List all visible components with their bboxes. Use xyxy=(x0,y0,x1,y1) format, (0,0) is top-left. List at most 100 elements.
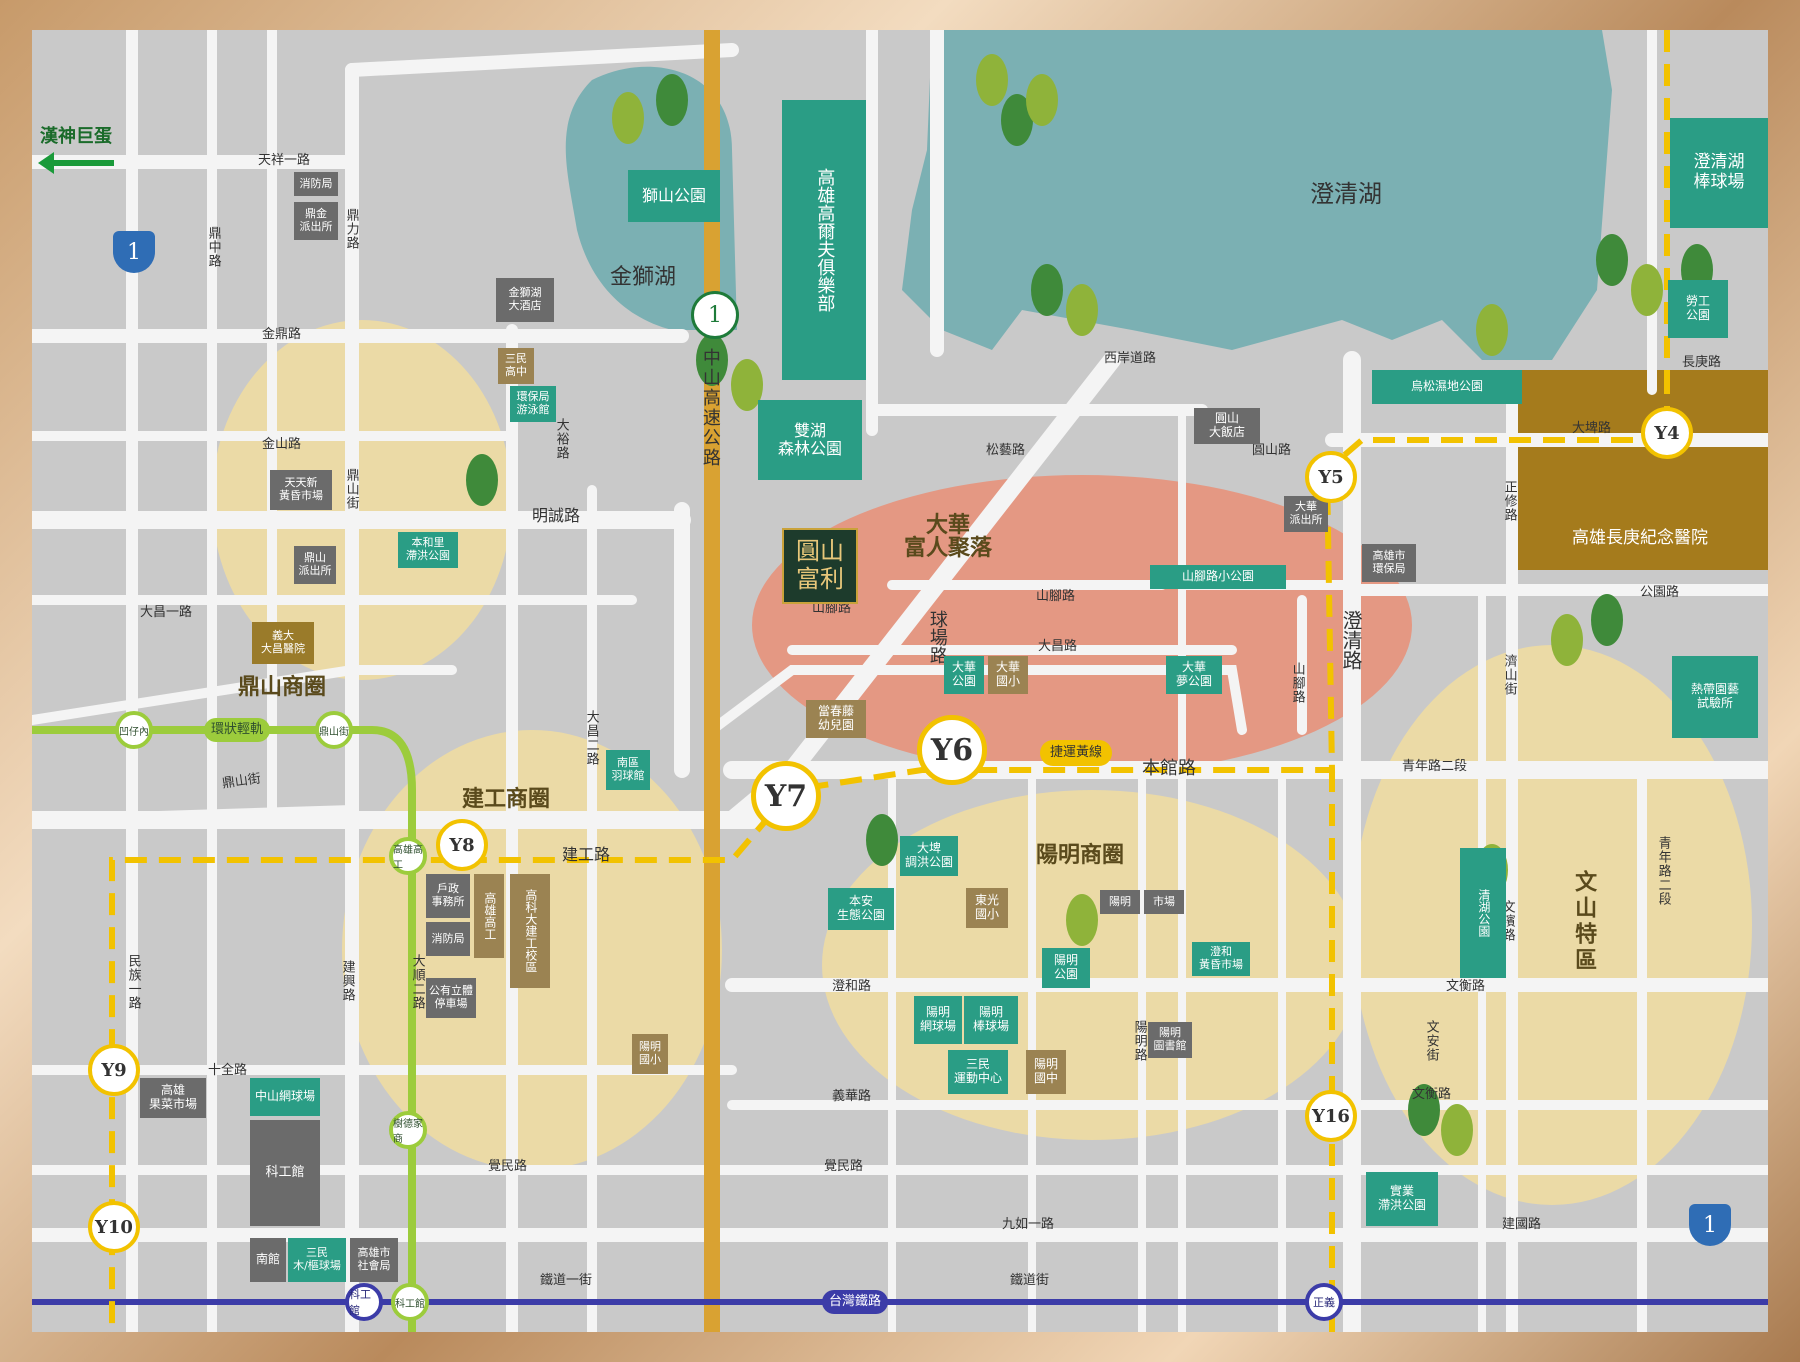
target-property[interactable]: 圓山 富利 xyxy=(782,528,858,604)
dapi-park: 大埤 調洪公園 xyxy=(900,836,958,876)
dingshan-district-area xyxy=(212,320,512,680)
road-railway: 鐵道街 xyxy=(1010,1273,1050,1288)
changgung-hospital: 高雄長庚紀念醫院 xyxy=(1572,528,1708,548)
qinghu-park: 清湖公園 xyxy=(1460,848,1506,978)
jinshihu-hotel: 金獅湖 大酒店 xyxy=(496,278,554,322)
metro-station-y6[interactable]: Y6 xyxy=(917,715,987,785)
metro-station-y4[interactable]: Y4 xyxy=(1641,407,1693,459)
tropical: 熱帶園藝 試驗所 xyxy=(1672,656,1758,738)
road-yangming: 陽明路 xyxy=(1131,1020,1147,1062)
tree-icon xyxy=(696,334,728,386)
road-jianxing: 建興路 xyxy=(339,960,355,1002)
metro-station-y7[interactable]: Y7 xyxy=(751,761,821,831)
tree-icon xyxy=(1596,234,1628,286)
yangming-jhs: 陽明 國中 xyxy=(1026,1050,1066,1094)
yangming-market1: 陽明 xyxy=(1100,890,1140,914)
road-dingzhong: 鼎中路 xyxy=(205,226,221,268)
road-shiquan: 十全路 xyxy=(208,1063,248,1078)
science-museum: 科工館 xyxy=(250,1120,320,1226)
light-rail-station-shude[interactable]: 樹德家商 xyxy=(389,1111,427,1149)
district-jiangong: 建工商圈 xyxy=(462,786,551,812)
road-chengqing: 澄清路 xyxy=(1339,610,1363,670)
yangming-tennis: 陽明 網球場 xyxy=(914,996,962,1044)
road-jiuru1: 九如一路 xyxy=(1002,1217,1055,1232)
metro-yellow-line xyxy=(109,372,1670,1332)
dream-park: 大華 夢公園 xyxy=(1166,656,1222,694)
road-dingli: 鼎力路 xyxy=(343,208,359,250)
tree-icon xyxy=(976,54,1008,106)
light-rail-station-aozainei[interactable]: 凹仔內 xyxy=(115,711,153,749)
metro-station-y10[interactable]: Y10 xyxy=(88,1201,140,1253)
road-jishan: 濟山街 xyxy=(1501,654,1517,696)
road-gongyuan: 公園路 xyxy=(1640,585,1680,600)
road-songyi: 松藝路 xyxy=(986,443,1026,458)
road-qingnian2: 青年路二段 xyxy=(1402,759,1468,774)
road-qingnian-side: 青年路二段 xyxy=(1655,836,1671,906)
metro-station-y5[interactable]: Y5 xyxy=(1305,451,1357,503)
kuai-campus: 高科大建工校區 xyxy=(510,874,550,988)
env-bureau: 高雄市 環保局 xyxy=(1362,544,1416,582)
yangming-elem: 陽明 國小 xyxy=(632,1034,668,1074)
highway-shield-center: 1 xyxy=(691,291,739,339)
social-bureau: 高雄市 社會局 xyxy=(350,1238,398,1282)
target-line2: 富利 xyxy=(796,565,844,593)
railway-station-kegongguan[interactable]: 科工館 xyxy=(345,1283,383,1321)
metro-station-y16[interactable]: Y16 xyxy=(1305,1090,1357,1142)
highway-shield-west: 1 xyxy=(113,231,155,273)
south-hall: 南館 xyxy=(250,1238,286,1282)
tree-icon xyxy=(612,92,644,144)
chengqing-baseball: 澄清湖 棒球場 xyxy=(1670,118,1768,228)
road-shanjiao-v: 山腳路 xyxy=(1289,662,1305,704)
railway-station-zhengyi[interactable]: 正義 xyxy=(1305,1283,1343,1321)
tree-icon xyxy=(1408,1084,1440,1136)
road-minzu: 民族一路 xyxy=(125,954,141,1010)
tree-icon xyxy=(1031,264,1063,316)
yida-hospital: 義大 大昌醫院 xyxy=(252,622,314,664)
road-dapi: 大埤路 xyxy=(1572,421,1612,436)
road-dachang2: 大昌二路 xyxy=(583,710,599,766)
tree-icon xyxy=(866,814,898,866)
dingshan-police: 鼎山 派出所 xyxy=(294,546,336,584)
tree-icon xyxy=(466,454,498,506)
road-shanjiao: 山腳路 xyxy=(1036,589,1076,604)
tree-icon xyxy=(1001,94,1033,146)
road-yihua: 義華路 xyxy=(832,1089,872,1104)
dahua-school: 大華 國小 xyxy=(988,656,1028,694)
shanjiao-park: 山腳路小公園 xyxy=(1150,565,1286,589)
light-rail-station-dingshanjie[interactable]: 鼎山街 xyxy=(315,711,353,749)
district-dahua: 大華 富人聚落 xyxy=(904,512,993,562)
tree-icon xyxy=(1631,264,1663,316)
road-zhengxiu: 正修路 xyxy=(1501,480,1517,522)
metro-station-y9[interactable]: Y9 xyxy=(88,1044,140,1096)
road-dashun2: 大順二路 xyxy=(409,954,425,1010)
tree-icon xyxy=(731,359,763,411)
parking: 公有立體 停車場 xyxy=(426,978,476,1018)
light-rail-station-kegongguan[interactable]: 科工館 xyxy=(391,1283,429,1321)
tiantian-market: 天天新 黃昏市場 xyxy=(270,470,332,510)
light-rail-station-kaohsiung-ind[interactable]: 高雄高工 xyxy=(389,837,427,875)
road-wenan: 文安街 xyxy=(1423,1020,1439,1062)
chengqing-lake xyxy=(902,30,1612,360)
road-dachang: 大昌路 xyxy=(1038,639,1078,654)
metro-station-y8[interactable]: Y8 xyxy=(436,819,488,871)
shiye-park: 實業 滯洪公園 xyxy=(1366,1172,1438,1226)
dahua-target-area xyxy=(752,475,1412,775)
road-xian: 西岸道路 xyxy=(1104,351,1157,366)
road-jueming-east: 覺民路 xyxy=(824,1159,864,1174)
kaohsiung-ind: 高雄高工 xyxy=(474,874,504,958)
district-wenshan: 文山特區 xyxy=(1571,870,1598,974)
tree-icon xyxy=(1066,894,1098,946)
fire-dept: 消防局 xyxy=(294,172,338,196)
railway-label: 台灣鐵路 xyxy=(822,1290,888,1314)
hanshin-arrow-head xyxy=(38,152,54,174)
highway-shield-east: 1 xyxy=(1689,1204,1731,1246)
road-benguan: 本館路 xyxy=(1142,758,1196,779)
hospital-block xyxy=(1514,370,1768,570)
road-railway1: 鐵道一街 xyxy=(540,1273,593,1288)
fire-dept2: 消防局 xyxy=(426,922,470,956)
shuanghu-park: 雙湖 森林公園 xyxy=(758,400,862,480)
tree-icon xyxy=(1441,1104,1473,1156)
district-dingshan: 鼎山商圈 xyxy=(238,674,327,700)
hanshin-label: 漢神巨蛋 xyxy=(40,126,112,147)
road-tianxiang1: 天祥一路 xyxy=(258,153,311,168)
